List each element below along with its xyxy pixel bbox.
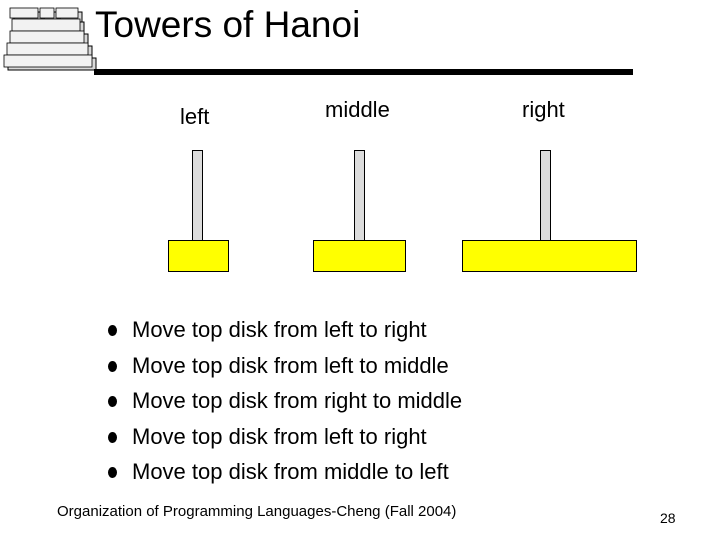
move-text: Move top disk from left to middle	[132, 352, 449, 378]
footer-course-title: Organization of Programming Languages-Ch…	[57, 503, 457, 520]
move-text: Move top disk from middle to left	[132, 459, 449, 484]
list-item: Move top disk from left to right	[108, 312, 462, 348]
move-text: Move top disk from right to middle	[132, 388, 463, 413]
slide-title: Towers of Hanoi	[95, 4, 361, 45]
bullet-icon	[108, 360, 117, 372]
list-item: Move top disk from left to right	[108, 419, 462, 455]
slide-page-number: 28	[660, 510, 676, 526]
peg-left	[192, 150, 203, 242]
peg-right	[540, 150, 551, 242]
stacked-layers-logo	[3, 7, 97, 71]
bullet-icon	[108, 325, 117, 336]
peg-label-left: left	[180, 104, 210, 129]
bullet-icon	[108, 396, 117, 407]
disk-small	[168, 240, 229, 272]
peg-label-middle: middle	[325, 97, 390, 122]
move-text: Move top disk from left to right	[132, 423, 427, 449]
disk-medium	[313, 240, 406, 272]
list-item: Move top disk from left to middle	[108, 348, 462, 384]
bullet-icon	[108, 467, 117, 478]
move-text: Move top disk from left to right	[132, 317, 427, 342]
move-list: Move top disk from left to right Move to…	[108, 312, 462, 490]
peg-label-right: right	[522, 97, 565, 122]
list-item: Move top disk from right to middle	[108, 383, 462, 419]
bullet-icon	[108, 431, 117, 443]
disk-large	[462, 240, 637, 272]
peg-middle	[354, 150, 365, 242]
list-item: Move top disk from middle to left	[108, 454, 462, 490]
title-underline	[94, 69, 633, 75]
